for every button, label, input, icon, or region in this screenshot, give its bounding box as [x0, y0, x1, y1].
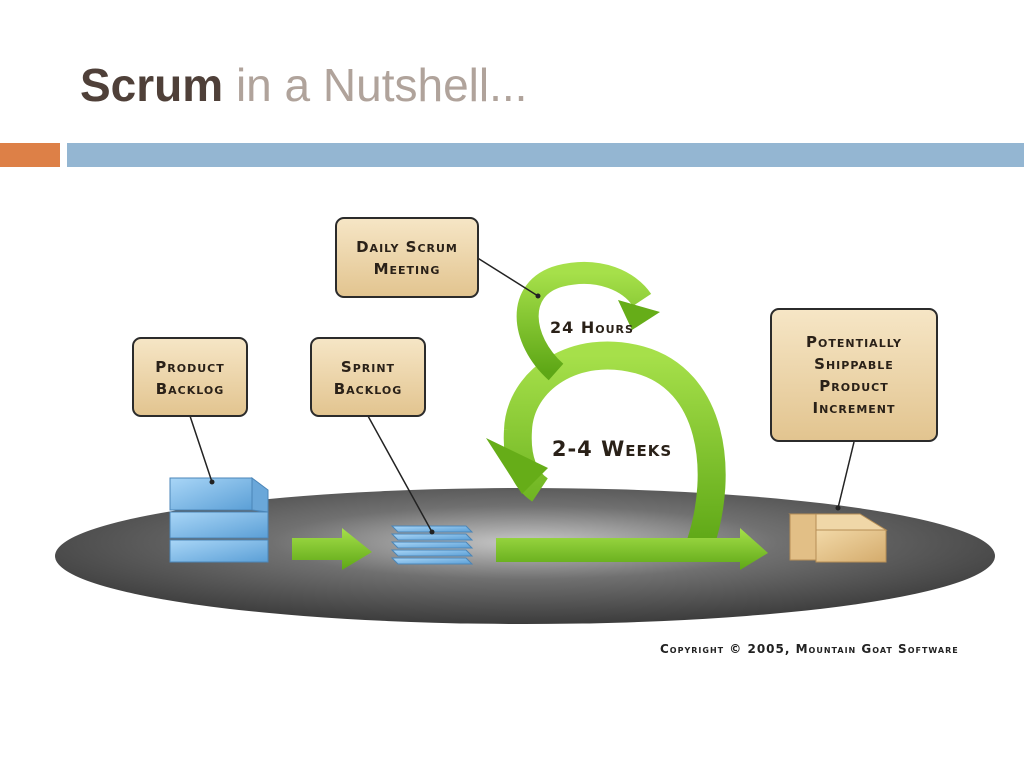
sprint-backlog-box: Sprint Backlog: [310, 337, 426, 417]
accent-bar-blue: [67, 143, 1024, 167]
sprint-cycle-label: 2-4 Weeks: [552, 437, 672, 461]
title-bold-word: Scrum: [80, 59, 224, 111]
arrow-to-increment: [496, 528, 768, 570]
product-backlog-line2: Backlog: [156, 380, 225, 398]
daily-cycle-loop: [516, 261, 652, 381]
connector-product-backlog: [189, 415, 213, 483]
daily-loop-arrowhead: [618, 300, 660, 330]
increment-line3: Product: [819, 377, 888, 395]
arrow-to-sprint-backlog: [292, 528, 372, 570]
daily-scrum-line1: Daily Scrum: [356, 238, 458, 256]
sprint-cycle-loop: [503, 341, 726, 550]
increment-box: Potentially Shippable Product Increment: [770, 308, 938, 442]
increment-line1: Potentially: [806, 333, 902, 351]
increment-line2: Shippable: [814, 355, 894, 373]
copyright-notice: Copyright © 2005, Mountain Goat Software: [660, 642, 959, 656]
connector-daily-scrum: [475, 256, 539, 297]
product-backlog-stack: [169, 477, 269, 563]
daily-scrum-line2: Meeting: [374, 260, 441, 278]
increment-line4: Increment: [812, 399, 895, 417]
sprint-backlog-line2: Backlog: [334, 380, 403, 398]
slide-title: Scrum in a Nutshell...: [80, 58, 527, 112]
sprint-backlog-stack: [390, 525, 474, 565]
shipping-box: [788, 513, 888, 563]
connector-sprint-backlog: [367, 415, 433, 533]
sprint-loop-arrowhead: [486, 438, 548, 494]
sprint-backlog-line1: Sprint: [341, 358, 395, 376]
daily-scrum-box: Daily Scrum Meeting: [335, 217, 479, 298]
product-backlog-line1: Product: [155, 358, 224, 376]
accent-bar-orange: [0, 143, 60, 167]
title-rest: in a Nutshell...: [235, 59, 528, 111]
connector-increment: [837, 441, 855, 509]
product-backlog-box: Product Backlog: [132, 337, 248, 417]
daily-cycle-label: 24 Hours: [550, 318, 634, 337]
